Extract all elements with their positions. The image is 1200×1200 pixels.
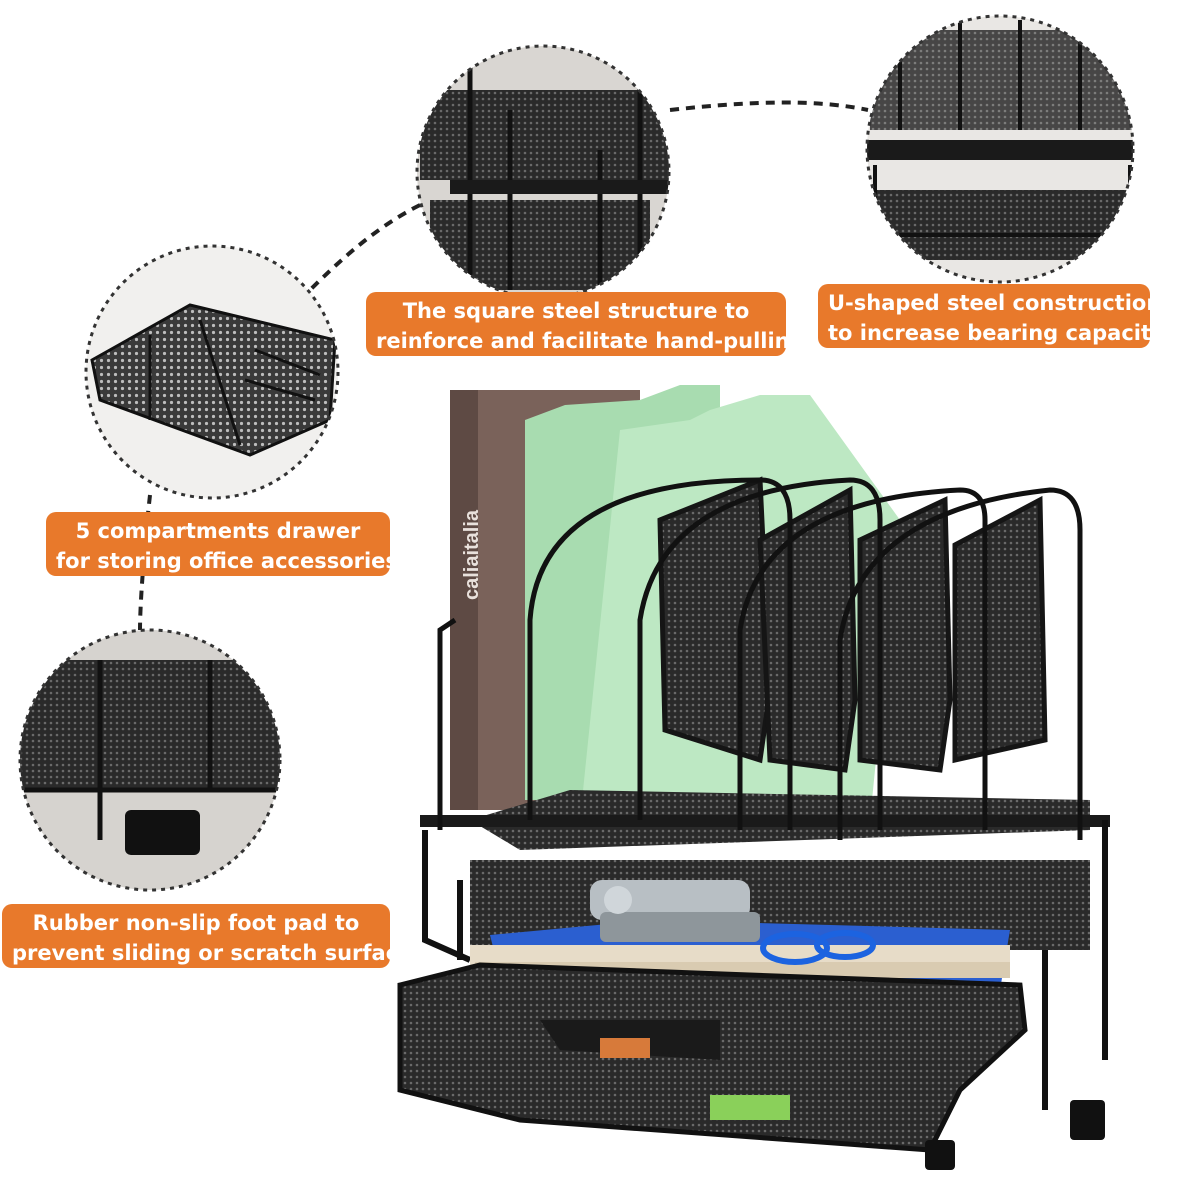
zoom-circle-u-shaped xyxy=(867,16,1133,282)
zoom-circle-square-steel xyxy=(417,46,669,298)
callout-square-steel-structure: The square steel structure to reinforce … xyxy=(366,292,805,356)
zoom-circle-foot-pad xyxy=(20,630,280,890)
callout-five-compartments-drawer: 5 compartments drawer for storing office… xyxy=(46,512,398,576)
zoom-circle-drawer xyxy=(86,246,338,498)
callout-rubber-foot-pad: Rubber non-slip foot pad to prevent slid… xyxy=(2,904,413,968)
dashed-connectors xyxy=(138,100,869,631)
callout-line: to increase bearing capacity xyxy=(828,321,1165,345)
callout-line: for storing office accessories xyxy=(56,549,398,573)
book-spine-brand: caliaitalia xyxy=(460,509,483,601)
callout-line: The square steel structure to xyxy=(402,299,750,323)
callout-line: Rubber non-slip foot pad to xyxy=(32,911,360,935)
callout-line: 5 compartments drawer xyxy=(75,519,361,543)
callout-line: prevent sliding or scratch surface xyxy=(12,941,413,965)
callout-u-shaped-steel: U-shaped steel construction to increase … xyxy=(818,284,1165,348)
callout-line: reinforce and facilitate hand-pulling xyxy=(376,329,805,353)
callout-line: U-shaped steel construction xyxy=(828,291,1162,315)
mesh-organizer-product xyxy=(397,385,1110,1170)
